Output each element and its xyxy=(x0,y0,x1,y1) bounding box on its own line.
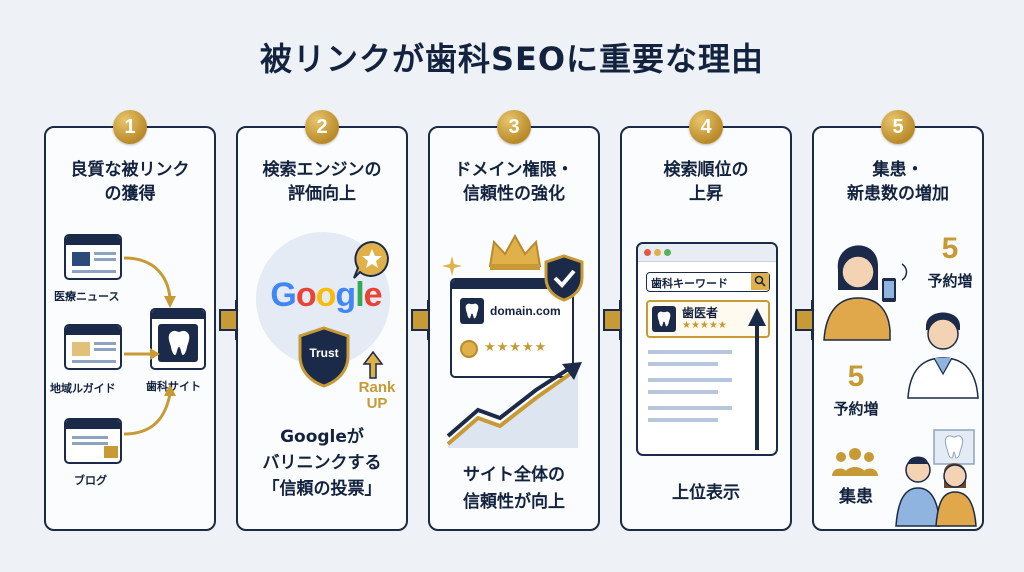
dental-site-icon xyxy=(150,308,206,370)
step-2-heading: 検索エンジンの 評価向上 xyxy=(262,160,382,204)
step-1-badge: 1 xyxy=(113,110,147,144)
tooth-icon xyxy=(657,311,671,327)
count-a-label: 予約増 xyxy=(927,272,973,290)
family-icon xyxy=(895,429,977,527)
blog-site-icon xyxy=(64,418,122,464)
tooth-icon xyxy=(168,330,190,355)
shield-icon xyxy=(298,326,350,388)
step-3-card: ドメイン権限・ 信頼性の強化 domain.com ★★★★★ サイト全体の 信… xyxy=(428,126,600,531)
crown-icon xyxy=(488,233,542,270)
sparkle-icon xyxy=(442,256,462,276)
step-1-card: 良質な被リンク の獲得 医療ニュース 地域ルガイド ブログ 歯科サイト xyxy=(44,126,216,531)
step-4-heading: 検索順位の 上昇 xyxy=(663,160,749,204)
patients-label: 集患 xyxy=(839,487,873,507)
source-label-blog: ブログ xyxy=(74,474,107,487)
step-5-card: 集患・ 新患数の増加 5 予約増 5 予約増 集患 xyxy=(812,126,984,531)
count-a: 5 xyxy=(941,232,959,265)
result-stars: ★★★★★ xyxy=(682,320,727,331)
dentist-icon xyxy=(907,312,979,399)
tooth-icon xyxy=(465,303,479,319)
step-2-card: 検索エンジンの 評価向上 Google Trust Rank UP Google… xyxy=(236,126,408,531)
google-logo: Google xyxy=(270,276,382,314)
domain-label: domain.com xyxy=(490,304,561,318)
step-2-badge: 2 xyxy=(305,110,339,144)
step-1-heading: 良質な被リンク の獲得 xyxy=(70,160,190,204)
page-title: 被リンクが歯科SEOに重要な理由 xyxy=(259,40,765,78)
step-5-badge: 5 xyxy=(881,110,915,144)
rank-up-label: Rank UP xyxy=(358,379,396,412)
news-site-icon xyxy=(64,234,122,280)
step-4-card: 検索順位の 上昇 歯科キーワード 歯医者 ★★★★★ xyxy=(620,126,792,531)
count-b: 5 xyxy=(847,360,865,393)
growth-chart-icon xyxy=(446,362,582,448)
step-2-footer: Googleが バリニンクする 「信頼の投票」 xyxy=(262,427,382,499)
source-label-guide: 地域ルガイド xyxy=(50,382,116,395)
target-label: 歯科サイト xyxy=(146,380,201,393)
step-5-heading: 集患・ 新患数の増加 xyxy=(847,160,949,204)
step-3-badge: 3 xyxy=(497,110,531,144)
local-guide-site-icon xyxy=(64,324,122,370)
star-bubble-icon xyxy=(353,240,389,279)
step-4-badge: 4 xyxy=(689,110,723,144)
trust-label: Trust xyxy=(309,346,339,360)
source-label-news: 医療ニュース xyxy=(54,290,120,303)
search-bar[interactable]: 歯科キーワード xyxy=(646,272,770,292)
step-3-heading: ドメイン権限・ 信頼性の強化 xyxy=(454,160,574,204)
result-title: 歯医者 xyxy=(682,306,719,320)
step-4-footer: 上位表示 xyxy=(672,483,740,503)
up-arrow-icon xyxy=(362,350,384,379)
group-icon xyxy=(832,448,878,476)
search-query: 歯科キーワード xyxy=(651,277,728,290)
search-results-window: 歯科キーワード 歯医者 ★★★★★ xyxy=(636,242,778,456)
rating-stars: ★★★★★ xyxy=(484,340,548,355)
badge-icon xyxy=(460,340,478,358)
count-b-label: 予約増 xyxy=(833,400,879,418)
shield-check-icon xyxy=(544,254,584,302)
curved-arrow-icon xyxy=(123,256,176,436)
top-search-result[interactable]: 歯医者 ★★★★★ xyxy=(646,300,770,338)
search-icon[interactable] xyxy=(751,273,769,290)
step-3-footer: サイト全体の 信頼性が向上 xyxy=(463,465,565,512)
up-arrow-icon xyxy=(748,308,766,450)
woman-phone-icon xyxy=(823,245,908,341)
